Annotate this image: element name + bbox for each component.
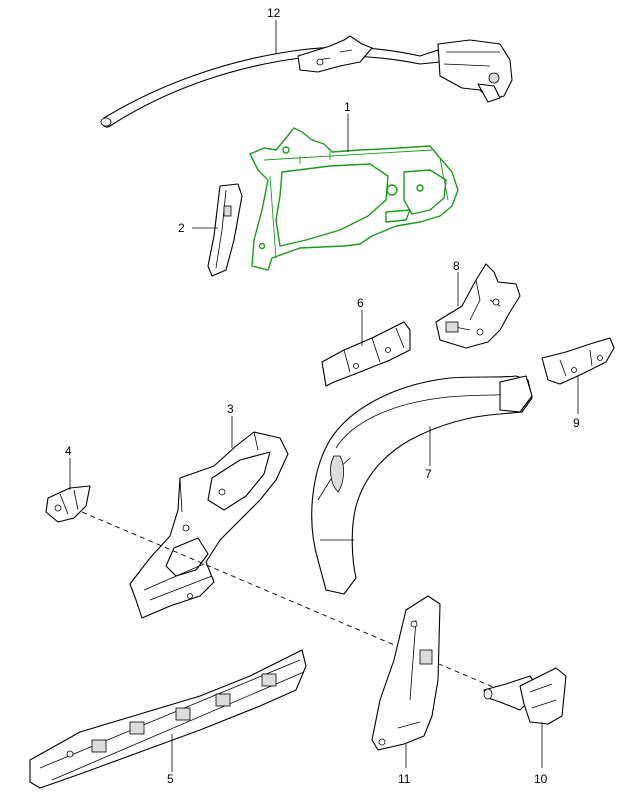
callout-9: 9 bbox=[573, 416, 580, 430]
part-11-side-panel[interactable] bbox=[371, 595, 441, 751]
callout-1: 1 bbox=[344, 100, 351, 114]
callout-5: 5 bbox=[167, 772, 174, 786]
callout-11: 11 bbox=[398, 772, 411, 786]
part-10-clip[interactable] bbox=[483, 667, 567, 725]
callout-8: 8 bbox=[453, 259, 460, 273]
callout-4: 4 bbox=[65, 444, 72, 458]
part-9-small-bracket[interactable] bbox=[541, 337, 615, 385]
callout-7: 7 bbox=[425, 467, 432, 481]
part-12-roof-rail[interactable] bbox=[100, 35, 513, 128]
part-1-quarter-frame[interactable] bbox=[249, 127, 459, 271]
part-5-side-sill[interactable] bbox=[29, 649, 307, 789]
callout-6: 6 bbox=[357, 296, 364, 310]
part-8-bracket[interactable] bbox=[435, 263, 521, 349]
callout-2: 2 bbox=[178, 221, 185, 235]
part-4-small-cap[interactable] bbox=[45, 485, 91, 523]
callout-3: 3 bbox=[227, 402, 234, 416]
part-2-pillar-strip[interactable] bbox=[207, 183, 243, 277]
part-6-sill-bracket[interactable] bbox=[321, 321, 411, 387]
callout-12: 12 bbox=[267, 6, 281, 20]
part-7-wheel-arch[interactable] bbox=[311, 375, 533, 595]
part-3-side-reinforcement[interactable] bbox=[129, 431, 289, 619]
callout-10: 10 bbox=[534, 772, 548, 786]
